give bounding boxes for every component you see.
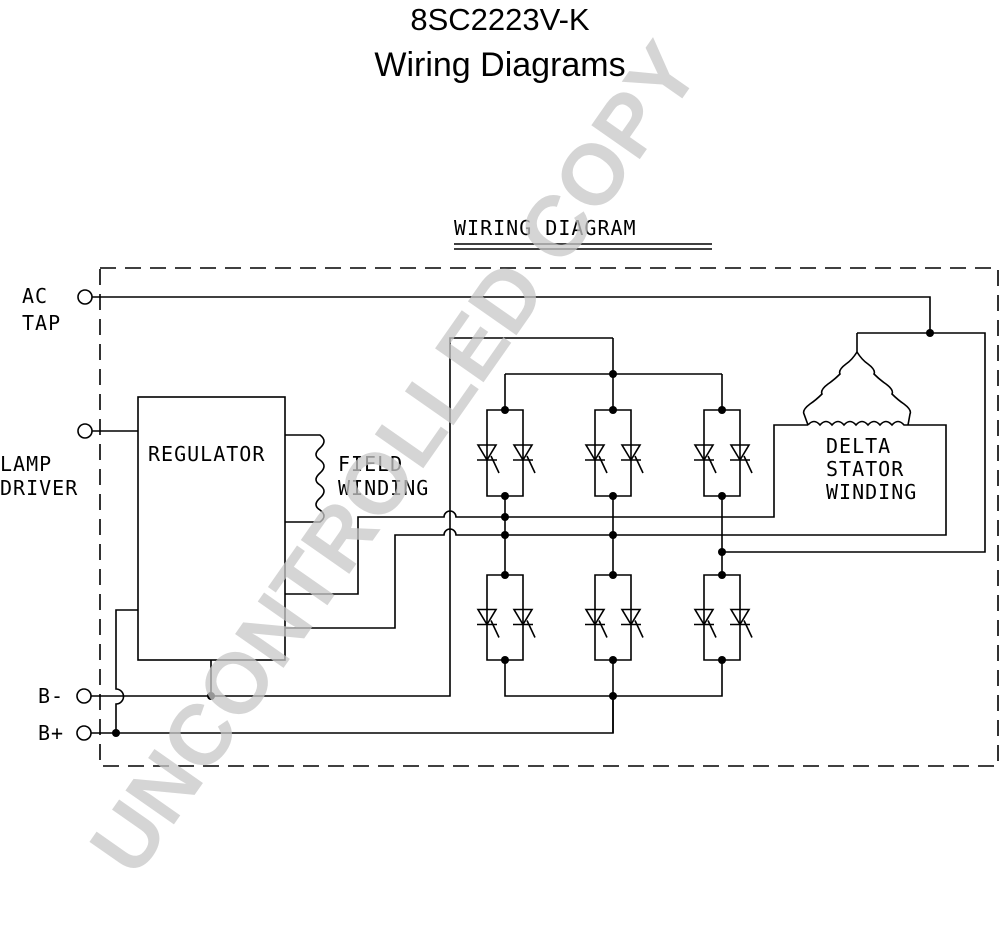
col3-lower-right-diode-lead — [743, 620, 753, 638]
col2-upper-right-diode — [620, 444, 642, 462]
b-negative-label: B- — [38, 684, 64, 708]
phase2-junction — [609, 531, 617, 539]
col3-upper-left-diode — [693, 444, 715, 462]
b-negative-terminal — [76, 688, 92, 704]
col1-lower-right-diode — [512, 608, 534, 627]
col1-upper-top-junction — [501, 406, 509, 414]
b-positive-terminal — [76, 725, 92, 741]
diagram-heading: WIRING DIAGRAM — [454, 216, 637, 240]
ground-junction — [207, 692, 215, 700]
delta-label: DELTA — [826, 434, 891, 458]
col1-lower-left-diode-lead — [490, 620, 500, 638]
col1-upper-right-diode-lead — [526, 455, 536, 474]
stator-label: STATOR — [826, 457, 904, 481]
page-subtitle: Wiring Diagrams — [374, 46, 626, 84]
col3-lower-cell — [703, 574, 741, 661]
col1-upper-cell — [486, 409, 524, 497]
field-winding-coil — [285, 434, 325, 523]
col1-lower-left-diode — [476, 608, 498, 627]
delta-stator-winding — [802, 351, 912, 427]
lamp-driver-terminal — [77, 423, 93, 439]
col3-upper-right-diode — [729, 444, 751, 462]
b-negative-wire — [91, 337, 613, 697]
col1-upper-left-diode-lead — [490, 455, 500, 474]
regulator-sense-wire — [115, 609, 138, 733]
b-positive-label: B+ — [38, 721, 64, 745]
regulator-phase-input-1 — [285, 424, 808, 595]
col1-upper-left-diode — [476, 444, 498, 462]
bottom-rail-junction — [609, 692, 617, 700]
col3-upper-cell — [703, 409, 741, 497]
stator-phase-a-wire — [722, 332, 986, 553]
model-title: 8SC2223V-K — [410, 2, 590, 37]
col2-lower-bottom-junction — [609, 656, 617, 664]
lamp-label: LAMP — [0, 452, 52, 476]
col2-lower-right-diode — [620, 608, 642, 627]
winding-label: WINDING — [338, 476, 429, 500]
col1-lower-bottom-junction — [501, 656, 509, 664]
driver-label: DRIVER — [0, 476, 78, 500]
stator-winding-label: WINDING — [826, 480, 917, 504]
col2-lower-cell — [594, 574, 632, 661]
col3-upper-right-diode-lead — [743, 455, 753, 474]
tap-label: TAP — [22, 311, 61, 335]
ac-tap-wire — [92, 296, 931, 333]
col1-upper-right-diode — [512, 444, 534, 462]
field-label: FIELD — [338, 452, 403, 476]
col1-lower-cell — [486, 574, 524, 661]
col2-upper-left-diode — [584, 444, 606, 462]
col2-lower-right-diode-lead — [634, 620, 644, 638]
col2-upper-right-diode-lead — [634, 455, 644, 474]
col1-lower-right-diode-lead — [526, 620, 536, 638]
phase3-junction — [718, 548, 726, 556]
phase1-junction-b — [501, 531, 509, 539]
col3-lower-bottom-junction — [718, 656, 726, 664]
ac-label: AC — [22, 284, 48, 308]
col3-lower-left-diode — [693, 608, 715, 627]
col2-lower-left-diode — [584, 608, 606, 627]
col3-upper-left-diode-lead — [707, 455, 717, 474]
regulator-label: REGULATOR — [148, 442, 265, 466]
ac-tap-terminal — [77, 289, 93, 305]
col3-upper-top-junction — [718, 406, 726, 414]
top-rail-junction — [609, 370, 617, 378]
regulator-phase-input-2 — [285, 424, 947, 629]
col2-upper-cell — [594, 409, 632, 497]
phase1-junction-a — [501, 513, 509, 521]
col2-upper-top-junction — [609, 406, 617, 414]
col2-upper-left-diode-lead — [598, 455, 608, 474]
col3-lower-right-diode — [729, 608, 751, 627]
col2-lower-left-diode-lead — [598, 620, 608, 638]
col3-lower-left-diode-lead — [707, 620, 717, 638]
